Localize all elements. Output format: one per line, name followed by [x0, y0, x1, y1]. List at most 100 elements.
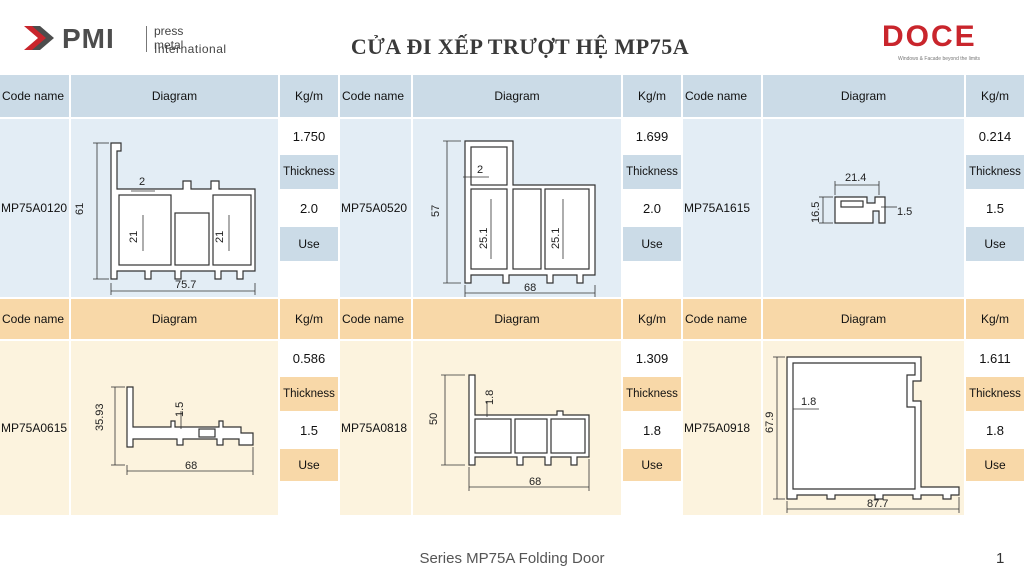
diagram-header: Diagram [763, 299, 964, 339]
kg-header: Kg/m [623, 75, 681, 117]
page-title: CỬA ĐI XẾP TRƯỢT HỆ MP75A [350, 34, 690, 59]
thickness-value: 1.5 [966, 191, 1024, 225]
use-value [623, 263, 681, 297]
profile-section-drawing: 21.4 16.5 1.5 [810, 172, 912, 224]
kg-value: 1.309 [623, 341, 681, 375]
diagram-header: Diagram [71, 299, 278, 339]
pmi-chevron-icon [22, 22, 56, 54]
use-label: Use [623, 227, 681, 261]
use-value [623, 483, 681, 515]
use-label: Use [966, 227, 1024, 261]
dimension-wall: 1.8 [484, 390, 496, 405]
pmi-wordmark: PMI [62, 23, 115, 54]
page-number: 1 [996, 550, 1005, 567]
profile-code: MP75A0120 [0, 119, 69, 297]
profile-code: MP75A0615 [0, 341, 69, 515]
kg-header: Kg/m [280, 75, 338, 117]
code-name-header: Code name [0, 75, 69, 117]
dimension-height: 57 [430, 205, 442, 217]
pmi-line-2: International [154, 42, 227, 56]
profile-diagram: 61 2 21 21 75.7 [71, 119, 278, 297]
code-name-header: Code name [683, 75, 761, 117]
code-name-header: Code name [0, 299, 69, 339]
diagram-header: Diagram [413, 299, 621, 339]
thickness-label: Thickness [966, 377, 1024, 411]
profile-code: MP75A0520 [340, 119, 411, 297]
dimension-wall: 2 [139, 176, 145, 188]
use-label: Use [280, 227, 338, 261]
profile-code: MP75A0818 [340, 341, 411, 515]
dimension-width: 87.7 [867, 498, 888, 510]
thickness-value: 1.8 [623, 413, 681, 447]
dimension-height: 35.93 [94, 403, 106, 431]
dimension-slot: 21 [128, 231, 140, 243]
pmi-line-1: press metal [154, 24, 184, 52]
dimension-slot: 25.1 [478, 228, 490, 249]
page-header: PMI press metal International CỬA ĐI XẾP… [0, 0, 1024, 72]
profile-diagram: 57 2 25.1 25.1 68 [413, 119, 621, 297]
code-name-header: Code name [340, 75, 411, 117]
dimension-height: 67.9 [764, 412, 776, 433]
use-label: Use [623, 449, 681, 481]
profile-code: MP75A1615 [683, 119, 761, 297]
kg-value: 1.611 [966, 341, 1024, 375]
use-label: Use [280, 449, 338, 481]
dimension-wall: 1.5 [174, 402, 186, 417]
thickness-value: 1.8 [966, 413, 1024, 447]
dimension-width: 68 [529, 476, 541, 488]
thickness-label: Thickness [280, 377, 338, 411]
dimension-slot: 21 [214, 231, 226, 243]
kg-value: 1.699 [623, 119, 681, 153]
kg-header: Kg/m [280, 299, 338, 339]
diagram-header: Diagram [763, 75, 964, 117]
kg-value: 1.750 [280, 119, 338, 153]
profile-section-drawing: 50 1.8 68 [428, 374, 590, 491]
diagram-header: Diagram [71, 75, 278, 117]
kg-value: 0.586 [280, 341, 338, 375]
dimension-wall: 1.5 [897, 206, 912, 218]
thickness-label: Thickness [623, 155, 681, 189]
kg-header: Kg/m [966, 299, 1024, 339]
profile-section-drawing: 67.9 1.8 87.7 [764, 356, 960, 513]
logo-divider [146, 26, 147, 52]
thickness-label: Thickness [966, 155, 1024, 189]
dimension-width: 75.7 [175, 279, 196, 291]
thickness-label: Thickness [280, 155, 338, 189]
profile-section-drawing: 57 2 25.1 25.1 68 [430, 140, 596, 297]
kg-value: 0.214 [966, 119, 1024, 153]
dimension-height: 50 [428, 413, 440, 425]
profile-row-1: Code name Diagram Kg/m Code name Diagram… [0, 75, 1024, 297]
profile-row-2: Code name Diagram Kg/m Code name Diagram… [0, 299, 1024, 515]
dimension-height: 16.5 [810, 202, 822, 223]
code-name-header: Code name [340, 299, 411, 339]
footer-series-title: Series MP75A Folding Door [419, 550, 605, 567]
dimension-width: 21.4 [845, 172, 866, 184]
thickness-label: Thickness [623, 377, 681, 411]
dimension-width: 68 [185, 460, 197, 472]
dimension-width: 68 [524, 282, 536, 294]
profile-code: MP75A0918 [683, 341, 761, 515]
profile-diagram: 21.4 16.5 1.5 [763, 119, 964, 297]
thickness-value: 2.0 [280, 191, 338, 225]
doce-wordmark: DOCE [882, 20, 977, 53]
kg-header: Kg/m [623, 299, 681, 339]
thickness-value: 1.5 [280, 413, 338, 447]
use-value [280, 483, 338, 515]
dimension-height: 61 [74, 203, 86, 215]
dimension-wall: 1.8 [801, 396, 816, 408]
dimension-slot: 25.1 [550, 228, 562, 249]
pmi-logo: PMI press metal International [22, 20, 226, 60]
use-label: Use [966, 449, 1024, 481]
profile-section-drawing: 61 2 21 21 75.7 [74, 142, 256, 295]
profile-diagram: 35.93 1.5 68 [71, 341, 278, 515]
diagram-header: Diagram [413, 75, 621, 117]
profile-diagram: 50 1.8 68 [413, 341, 621, 515]
use-value [966, 483, 1024, 515]
doce-logo: DOCE Windows & Facade beyond the limits [880, 22, 1010, 64]
doce-tagline: Windows & Facade beyond the limits [898, 56, 980, 62]
kg-header: Kg/m [966, 75, 1024, 117]
use-value [966, 263, 1024, 297]
profile-diagram: 67.9 1.8 87.7 [763, 341, 964, 515]
thickness-value: 2.0 [623, 191, 681, 225]
profile-section-drawing: 35.93 1.5 68 [94, 386, 254, 475]
